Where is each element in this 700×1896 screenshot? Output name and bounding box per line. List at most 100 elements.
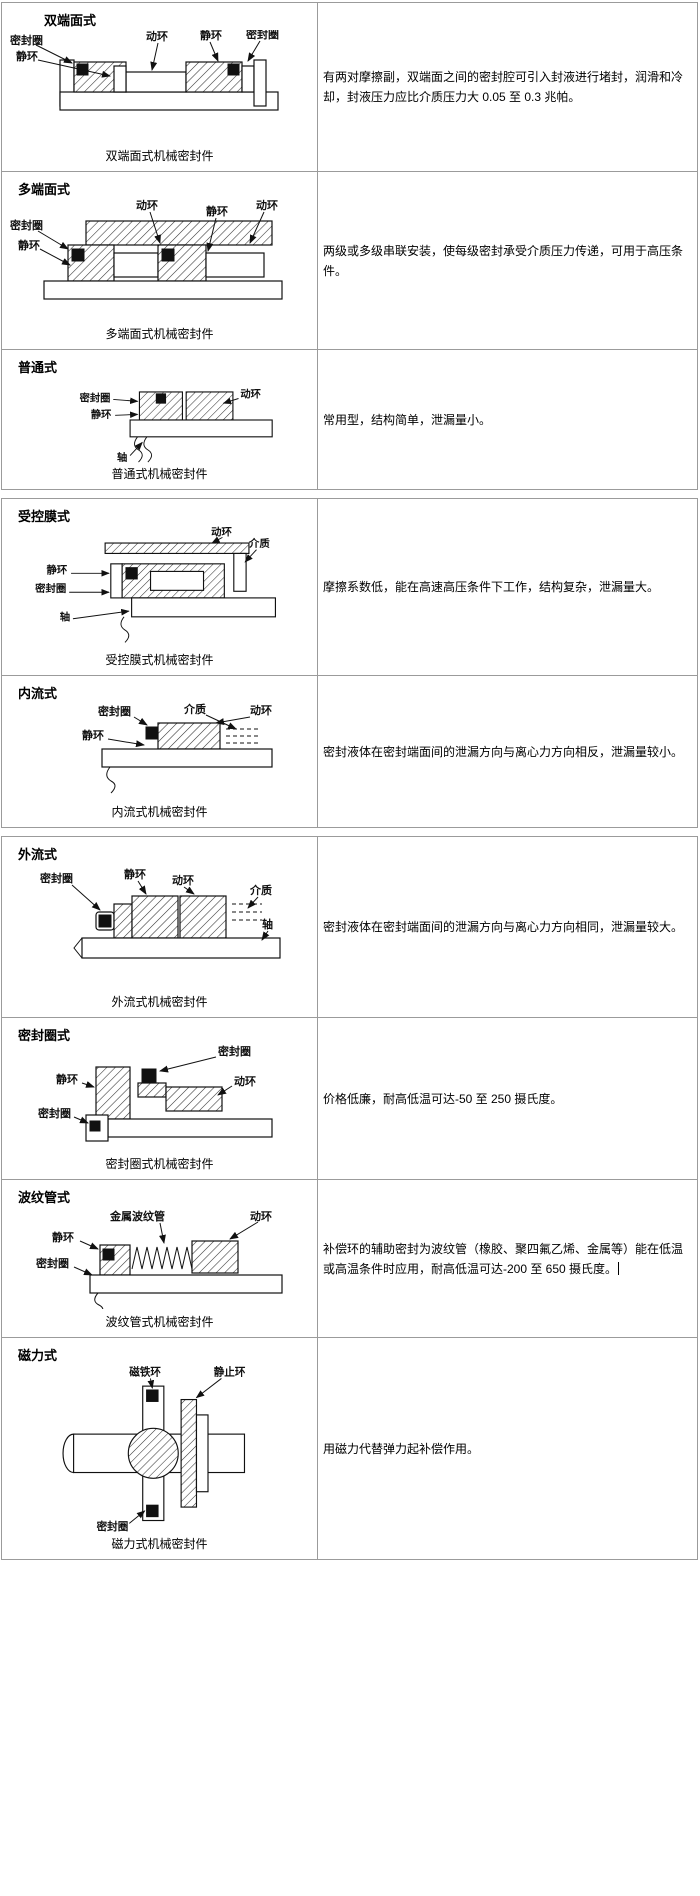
part-label: 金属波纹管 [109, 1209, 165, 1223]
diagram-caption: 波纹管式机械密封件 [105, 1315, 214, 1329]
description-cell: 摩擦系数低，能在高速高压条件下工作，结构复杂，泄漏量大。 [318, 499, 697, 675]
part-label: 静环 [52, 1230, 74, 1244]
part-label: 密封圈 [38, 1106, 71, 1120]
part-label: 磁铁环 [129, 1366, 161, 1379]
diagram-shapes [104, 542, 276, 643]
description-cell: 补偿环的辅助密封为波纹管（橡胶、聚四氟乙烯、金属等）能在低温或高温条件时应用，耐… [318, 1180, 697, 1337]
seal-diagram-seal-ring: 密封圈 静环 动环 密封圈 [38, 1045, 273, 1142]
table-group-3: 外流式 [1, 836, 698, 1560]
diagram-shapes [61, 1385, 245, 1522]
seal-diagram-magnetic: 磁铁环 静止环 密封圈 [61, 1366, 245, 1533]
seal-diagram-outward-flow: 密封圈 静环 动环 介质 轴 [40, 867, 281, 959]
seal-type-title: 外流式 [18, 847, 58, 862]
part-label: 动环 [136, 199, 158, 212]
table-row-double-face: 双端面式 [2, 3, 697, 171]
diagram-caption: 磁力式机械密封件 [111, 1537, 208, 1551]
part-label: 静环 [16, 49, 38, 63]
diagram-shapes [72, 895, 281, 959]
part-label: 介质 [247, 537, 269, 550]
description-text: 补偿环的辅助密封为波纹管（橡胶、聚四氟乙烯、金属等）能在低温或高温条件时应用，耐… [323, 1241, 684, 1276]
diagram-leader-lines [107, 714, 250, 748]
description-cell: 价格低廉，耐高低温可达-50 至 250 摄氏度。 [318, 1018, 697, 1179]
part-label: 静环 [90, 408, 111, 421]
seal-diagram-multi-face: 密封圈 静环 动环 静环 动环 [10, 199, 283, 300]
part-label: 动环 [172, 873, 194, 887]
diagram-cell: 外流式 [2, 837, 318, 1017]
part-label: 密封圈 [10, 218, 43, 232]
diagram-shapes [129, 391, 273, 463]
diagram-caption: 内流式机械密封件 [111, 805, 208, 819]
part-label: 静环 [124, 867, 146, 881]
diagram-shapes [58, 59, 279, 111]
diagram-leader-lines [73, 1221, 258, 1276]
seal-diagram-inward-flow: 密封圈 介质 动环 静环 [82, 703, 273, 794]
description-cell: 密封液体在密封端面间的泄漏方向与离心力方向相反，泄漏量较小。 [318, 676, 697, 827]
description-text: 用磁力代替弹力起补偿作用。 [323, 1441, 480, 1456]
description-text: 摩擦系数低，能在高速高压条件下工作，结构复杂，泄漏量大。 [323, 580, 660, 594]
description-text: 密封液体在密封端面间的泄漏方向与离心力方向相同，泄漏量较大。 [323, 920, 684, 934]
part-label: 密封圈 [10, 33, 43, 47]
part-label: 静环 [82, 728, 104, 742]
part-label: 密封圈 [246, 30, 279, 41]
seal-type-title: 多端面式 [18, 182, 71, 197]
seal-types-table: 双端面式 [1, 0, 698, 1560]
diagram-leader-lines [35, 40, 260, 78]
part-label: 介质 [183, 703, 206, 716]
description-text: 两级或多级串联安装，使每级密封承受介质压力传递，可用于高压条件。 [323, 243, 684, 278]
part-label: 轴 [59, 611, 69, 624]
diagram-leader-lines [68, 536, 257, 620]
table-row-magnetic: 磁力式 [2, 1337, 697, 1559]
diagram-cell: 双端面式 [2, 3, 318, 171]
seal-diagram-controlled-film: 动环 介质 静环 密封圈 轴 [35, 526, 276, 643]
description-cell: 用磁力代替弹力起补偿作用。 [318, 1338, 697, 1559]
diagram-caption: 受控膜式机械密封件 [105, 653, 214, 667]
diagram-caption: 双端面式机械密封件 [105, 149, 214, 163]
part-label: 动环 [250, 703, 272, 717]
table-row-bellows: 波纹管式 金属 [2, 1179, 697, 1337]
diagram-cell: 密封圈式 [2, 1018, 318, 1179]
diagram-leader-lines [73, 1056, 232, 1124]
part-label: 轴 [262, 917, 273, 931]
description-text: 价格低廉，耐高低温可达-50 至 250 摄氏度。 [323, 1091, 563, 1106]
table-row-outward-flow: 外流式 [2, 837, 697, 1017]
part-label: 静环 [200, 30, 222, 42]
diagram-leader-lines [112, 397, 239, 456]
seal-diagram-bellows: 金属波纹管 动环 静环 密封圈 [36, 1209, 283, 1309]
part-label: 密封圈 [218, 1045, 251, 1058]
diagram-shapes [88, 1240, 283, 1309]
description-text: 有两对摩擦副，双端面之间的密封腔可引入封液进行堵封，润滑和冷却，封液压力应比介质… [323, 70, 684, 104]
part-label: 动环 [234, 1074, 256, 1088]
table-group-2: 受控膜式 [1, 498, 698, 828]
diagram-shapes [100, 722, 273, 794]
table-row-controlled-film: 受控膜式 [2, 499, 697, 675]
seal-type-title: 密封圈式 [18, 1028, 71, 1043]
description-cell: 有两对摩擦副，双端面之间的密封腔可引入封液进行堵封，润滑和冷却，封液压力应比介质… [318, 3, 697, 171]
diagram-cell: 磁力式 [2, 1338, 318, 1559]
part-label: 动环 [211, 526, 232, 538]
description-text: 密封液体在密封端面间的泄漏方向与离心力方向相反，泄漏量较小。 [323, 744, 684, 759]
seal-type-title: 内流式 [18, 686, 58, 701]
part-label: 动环 [240, 388, 261, 401]
part-label: 静环 [206, 204, 228, 218]
part-label: 动环 [250, 1209, 272, 1223]
diagram-caption: 外流式机械密封件 [111, 995, 208, 1009]
description-paragraph: 补偿环的辅助密封为波纹管（橡胶、聚四氟乙烯、金属等）能在低温或高温条件时应用，耐… [323, 1239, 683, 1279]
part-label: 密封圈 [95, 1520, 128, 1533]
table-row-seal-ring: 密封圈式 [2, 1017, 697, 1179]
table-group-1: 双端面式 [1, 2, 698, 490]
diagram-leader-lines [128, 1378, 222, 1524]
description-text: 常用型，结构简单，泄漏量小。 [323, 412, 492, 427]
diagram-leader-lines [37, 211, 264, 266]
seal-type-title: 磁力式 [18, 1348, 58, 1363]
description-cell: 两级或多级串联安装，使每级密封承受介质压力传递，可用于高压条件。 [318, 172, 697, 349]
part-label: 密封圈 [35, 582, 66, 595]
diagram-cell: 受控膜式 [2, 499, 318, 675]
description-cell: 密封液体在密封端面间的泄漏方向与离心力方向相同，泄漏量较大。 [318, 837, 697, 1017]
diagram-caption: 密封圈式机械密封件 [105, 1157, 214, 1171]
part-label: 静环 [56, 1072, 78, 1086]
part-label: 密封圈 [40, 871, 73, 885]
diagram-cell: 多端面式 [2, 172, 318, 349]
diagram-cell: 波纹管式 金属 [2, 1180, 318, 1337]
diagram-shapes [42, 220, 283, 300]
table-row-multi-face: 多端面式 [2, 171, 697, 349]
